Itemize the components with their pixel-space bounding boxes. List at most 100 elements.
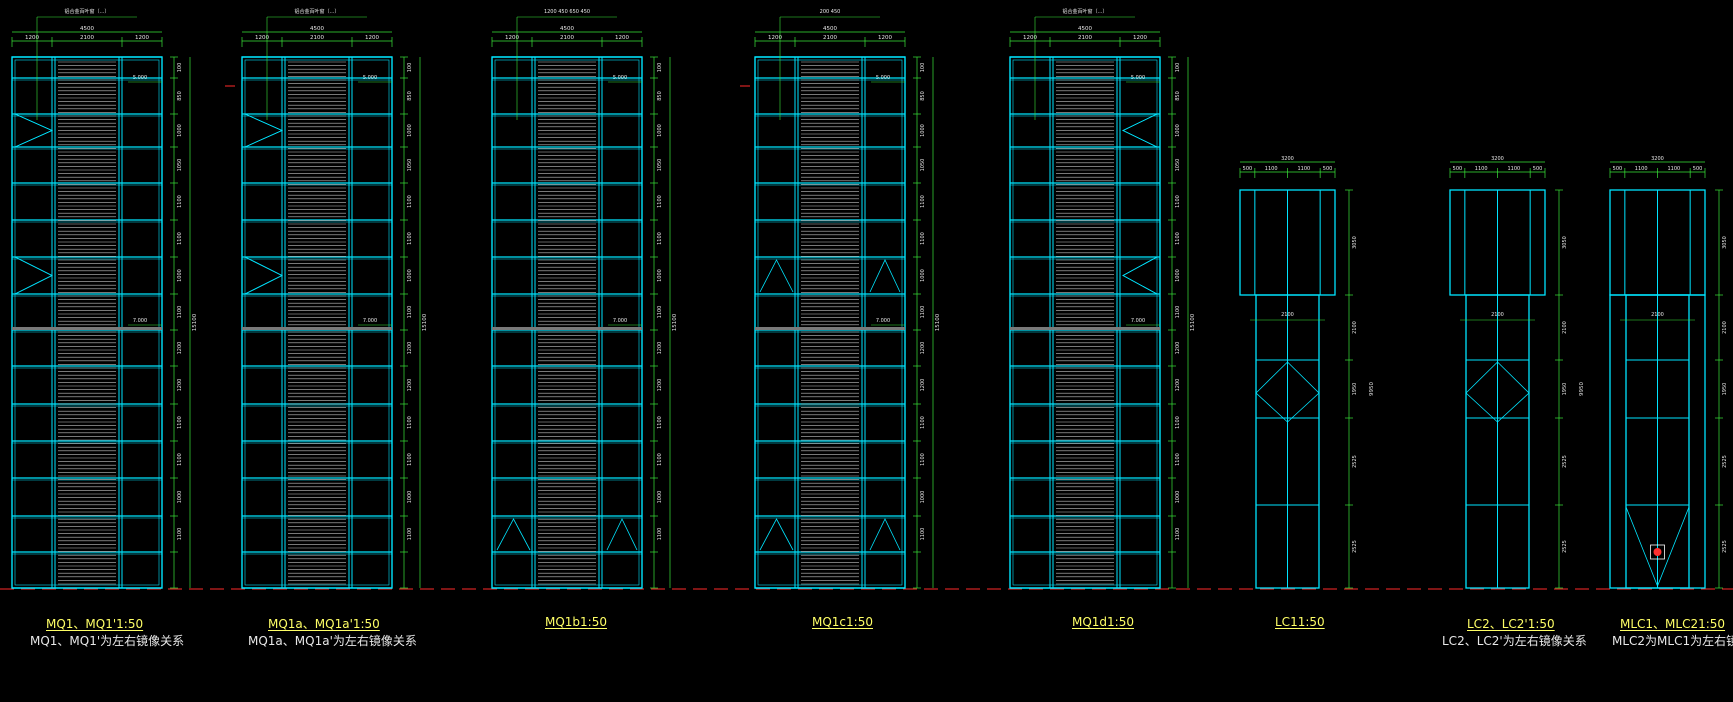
floor-slab-band bbox=[12, 327, 162, 330]
mq1c-title: MQ1c1:50 bbox=[812, 615, 873, 629]
height-dim-text: 2100 bbox=[1352, 321, 1358, 334]
total-height-text: 15100 bbox=[1190, 313, 1196, 331]
mq1a-subtitle: MQ1a、MQ1a'为左右镜像关系 bbox=[248, 634, 417, 648]
height-dim-text: 1050 bbox=[177, 159, 183, 172]
height-dim-text: 850 bbox=[1175, 91, 1181, 101]
level-mark-text: 7.000 bbox=[613, 318, 627, 324]
level-mark-text: 5.000 bbox=[133, 75, 147, 81]
height-dim-text: 1000 bbox=[920, 491, 926, 504]
height-dim-text: 1950 bbox=[1722, 383, 1728, 396]
height-dim-text: 1100 bbox=[1175, 306, 1181, 319]
inner-frame bbox=[757, 59, 903, 586]
height-dim-text: 2525 bbox=[1722, 455, 1728, 468]
height-dim-text: 1100 bbox=[1175, 453, 1181, 466]
height-dim-text: 2525 bbox=[1562, 540, 1568, 553]
annotation-text: 铝合金百叶窗（…） bbox=[64, 8, 109, 15]
height-dim-text: 2525 bbox=[1722, 540, 1728, 553]
height-dim-text: 1000 bbox=[920, 124, 926, 137]
height-dim-text: 850 bbox=[657, 91, 663, 101]
height-dim-text: 1000 bbox=[407, 269, 413, 282]
mid-width-text: 2100 bbox=[1491, 312, 1504, 318]
level-mark-text: 7.000 bbox=[876, 318, 890, 324]
top-dim-text: 1100 bbox=[1667, 166, 1680, 172]
overall-width-text: 4500 bbox=[310, 26, 324, 32]
top-dim-text: 1200 bbox=[768, 35, 782, 41]
top-dim-text: 1200 bbox=[615, 35, 629, 41]
height-dim-text: 1200 bbox=[407, 379, 413, 392]
height-dim-text: 1100 bbox=[657, 306, 663, 319]
mid-width-text: 2100 bbox=[1281, 312, 1294, 318]
height-dim-text: 1000 bbox=[177, 269, 183, 282]
top-dim-text: 1100 bbox=[1635, 166, 1648, 172]
total-height-text: 9950 bbox=[1579, 382, 1585, 396]
height-dim-text: 100 bbox=[407, 63, 413, 73]
sash-opening-marker bbox=[496, 518, 531, 551]
height-dim-text: 1000 bbox=[1175, 269, 1181, 282]
height-dim-text: 1100 bbox=[657, 416, 663, 429]
top-dim-text: 1200 bbox=[505, 35, 519, 41]
height-dim-text: 100 bbox=[177, 63, 183, 73]
height-dim-text: 1000 bbox=[407, 124, 413, 137]
total-height-text: 15100 bbox=[935, 313, 941, 331]
height-dim-text: 1100 bbox=[657, 195, 663, 208]
sash-opening-marker bbox=[14, 113, 53, 148]
height-dim-text: 1100 bbox=[657, 528, 663, 541]
sash-opening-marker bbox=[869, 518, 901, 551]
height-dim-text: 1000 bbox=[177, 491, 183, 504]
height-dim-text: 1100 bbox=[177, 195, 183, 208]
mq1-title: MQ1、MQ1'1:50 bbox=[46, 617, 144, 631]
height-dim-text: 1100 bbox=[657, 232, 663, 245]
height-dim-text: 1200 bbox=[657, 342, 663, 355]
mlc-title: MLC1、MLC21:50 bbox=[1620, 617, 1726, 631]
annotation-text: 铝合金百叶窗（…） bbox=[294, 8, 339, 15]
mq1d-title: MQ1d1:50 bbox=[1072, 615, 1134, 629]
opening-diamond-marker bbox=[1255, 361, 1320, 423]
top-dim-text: 1200 bbox=[365, 35, 379, 41]
mlc-subtitle: MLC2为MLC1为左右镜像关系 bbox=[1612, 634, 1733, 648]
height-dim-text: 1100 bbox=[920, 453, 926, 466]
sash-opening-marker bbox=[869, 259, 901, 293]
height-dim-text: 1100 bbox=[177, 306, 183, 319]
overall-width-text: 4500 bbox=[80, 26, 94, 32]
sash-opening-marker bbox=[759, 259, 794, 293]
height-dim-text: 1000 bbox=[1175, 124, 1181, 137]
top-dim-text: 500 bbox=[1323, 166, 1333, 172]
height-dim-text: 1100 bbox=[920, 416, 926, 429]
lc2-title: LC2、LC2'1:50 bbox=[1467, 617, 1555, 631]
overall-width-text: 4500 bbox=[1078, 26, 1092, 32]
door-swing-marker bbox=[1625, 506, 1690, 588]
top-dim-text: 1100 bbox=[1265, 166, 1278, 172]
annotation-text: 铝合金百叶窗（…） bbox=[1062, 8, 1107, 15]
height-dim-text: 1100 bbox=[407, 528, 413, 541]
sash-opening-marker bbox=[759, 518, 794, 551]
mid-width-text: 2100 bbox=[1651, 312, 1664, 318]
height-dim-text: 1100 bbox=[177, 416, 183, 429]
level-mark-text: 5.000 bbox=[1131, 75, 1145, 81]
top-dim-text: 1100 bbox=[1297, 166, 1310, 172]
floor-slab-band bbox=[492, 327, 642, 330]
top-dim-text: 500 bbox=[1243, 166, 1253, 172]
height-dim-text: 3050 bbox=[1722, 236, 1728, 249]
total-height-text: 15100 bbox=[672, 313, 678, 331]
top-dim-text: 2100 bbox=[1078, 35, 1092, 41]
mq1-subtitle: MQ1、MQ1'为左右镜像关系 bbox=[30, 634, 185, 648]
height-dim-text: 100 bbox=[920, 63, 926, 73]
height-dim-text: 1100 bbox=[920, 232, 926, 245]
height-dim-text: 1000 bbox=[657, 124, 663, 137]
height-dim-text: 1200 bbox=[177, 342, 183, 355]
inner-frame bbox=[1012, 59, 1158, 586]
height-dim-text: 1000 bbox=[657, 491, 663, 504]
floor-slab-band bbox=[755, 327, 905, 330]
height-dim-text: 1000 bbox=[407, 491, 413, 504]
top-dim-text: 1200 bbox=[1023, 35, 1037, 41]
height-dim-text: 1100 bbox=[1175, 195, 1181, 208]
height-dim-text: 1100 bbox=[407, 453, 413, 466]
curtain-wall-elevations: 1200 2100 1200 4500 铝合金百叶窗（…） 100 850 1000 1050 1… bbox=[11, 8, 1196, 589]
height-dim-text: 1050 bbox=[407, 159, 413, 172]
top-dim-text: 1200 bbox=[135, 35, 149, 41]
